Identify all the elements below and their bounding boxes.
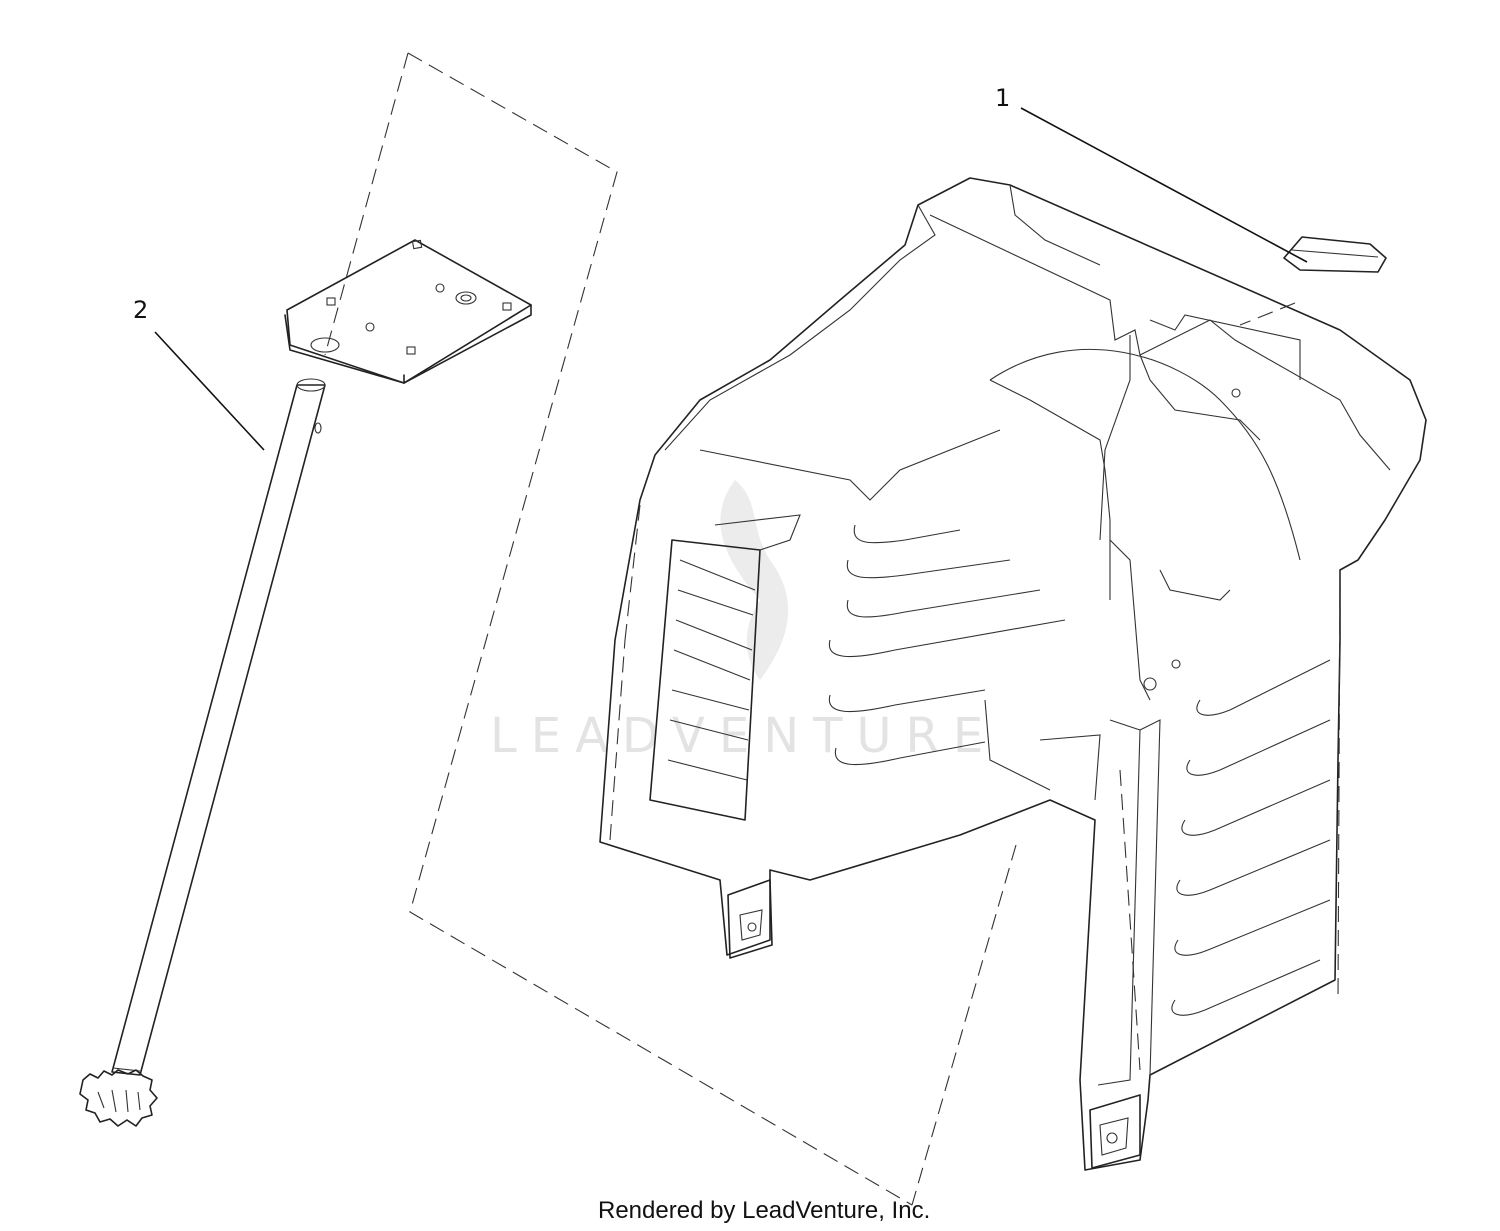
- watermark: LEADVENTURE: [490, 480, 997, 764]
- mounting-plate: [284, 239, 532, 384]
- callout-1-label: 1: [995, 84, 1010, 112]
- assembly-guide-lines: [324, 52, 1296, 1206]
- callout-1: 1: [995, 84, 1308, 263]
- render-credit: Rendered by LeadVenture, Inc.: [598, 1197, 930, 1224]
- cap: [1283, 236, 1387, 273]
- watermark-logo-icon: [720, 480, 789, 680]
- callout-1-leader: [1020, 107, 1308, 263]
- watermark-text: LEADVENTURE: [490, 708, 997, 764]
- shaft: [111, 378, 326, 1076]
- callout-2-leader: [154, 331, 265, 451]
- gear: [79, 1069, 158, 1127]
- callout-2: 2: [133, 296, 265, 451]
- housing: [599, 177, 1427, 1171]
- callout-2-label: 2: [133, 296, 148, 324]
